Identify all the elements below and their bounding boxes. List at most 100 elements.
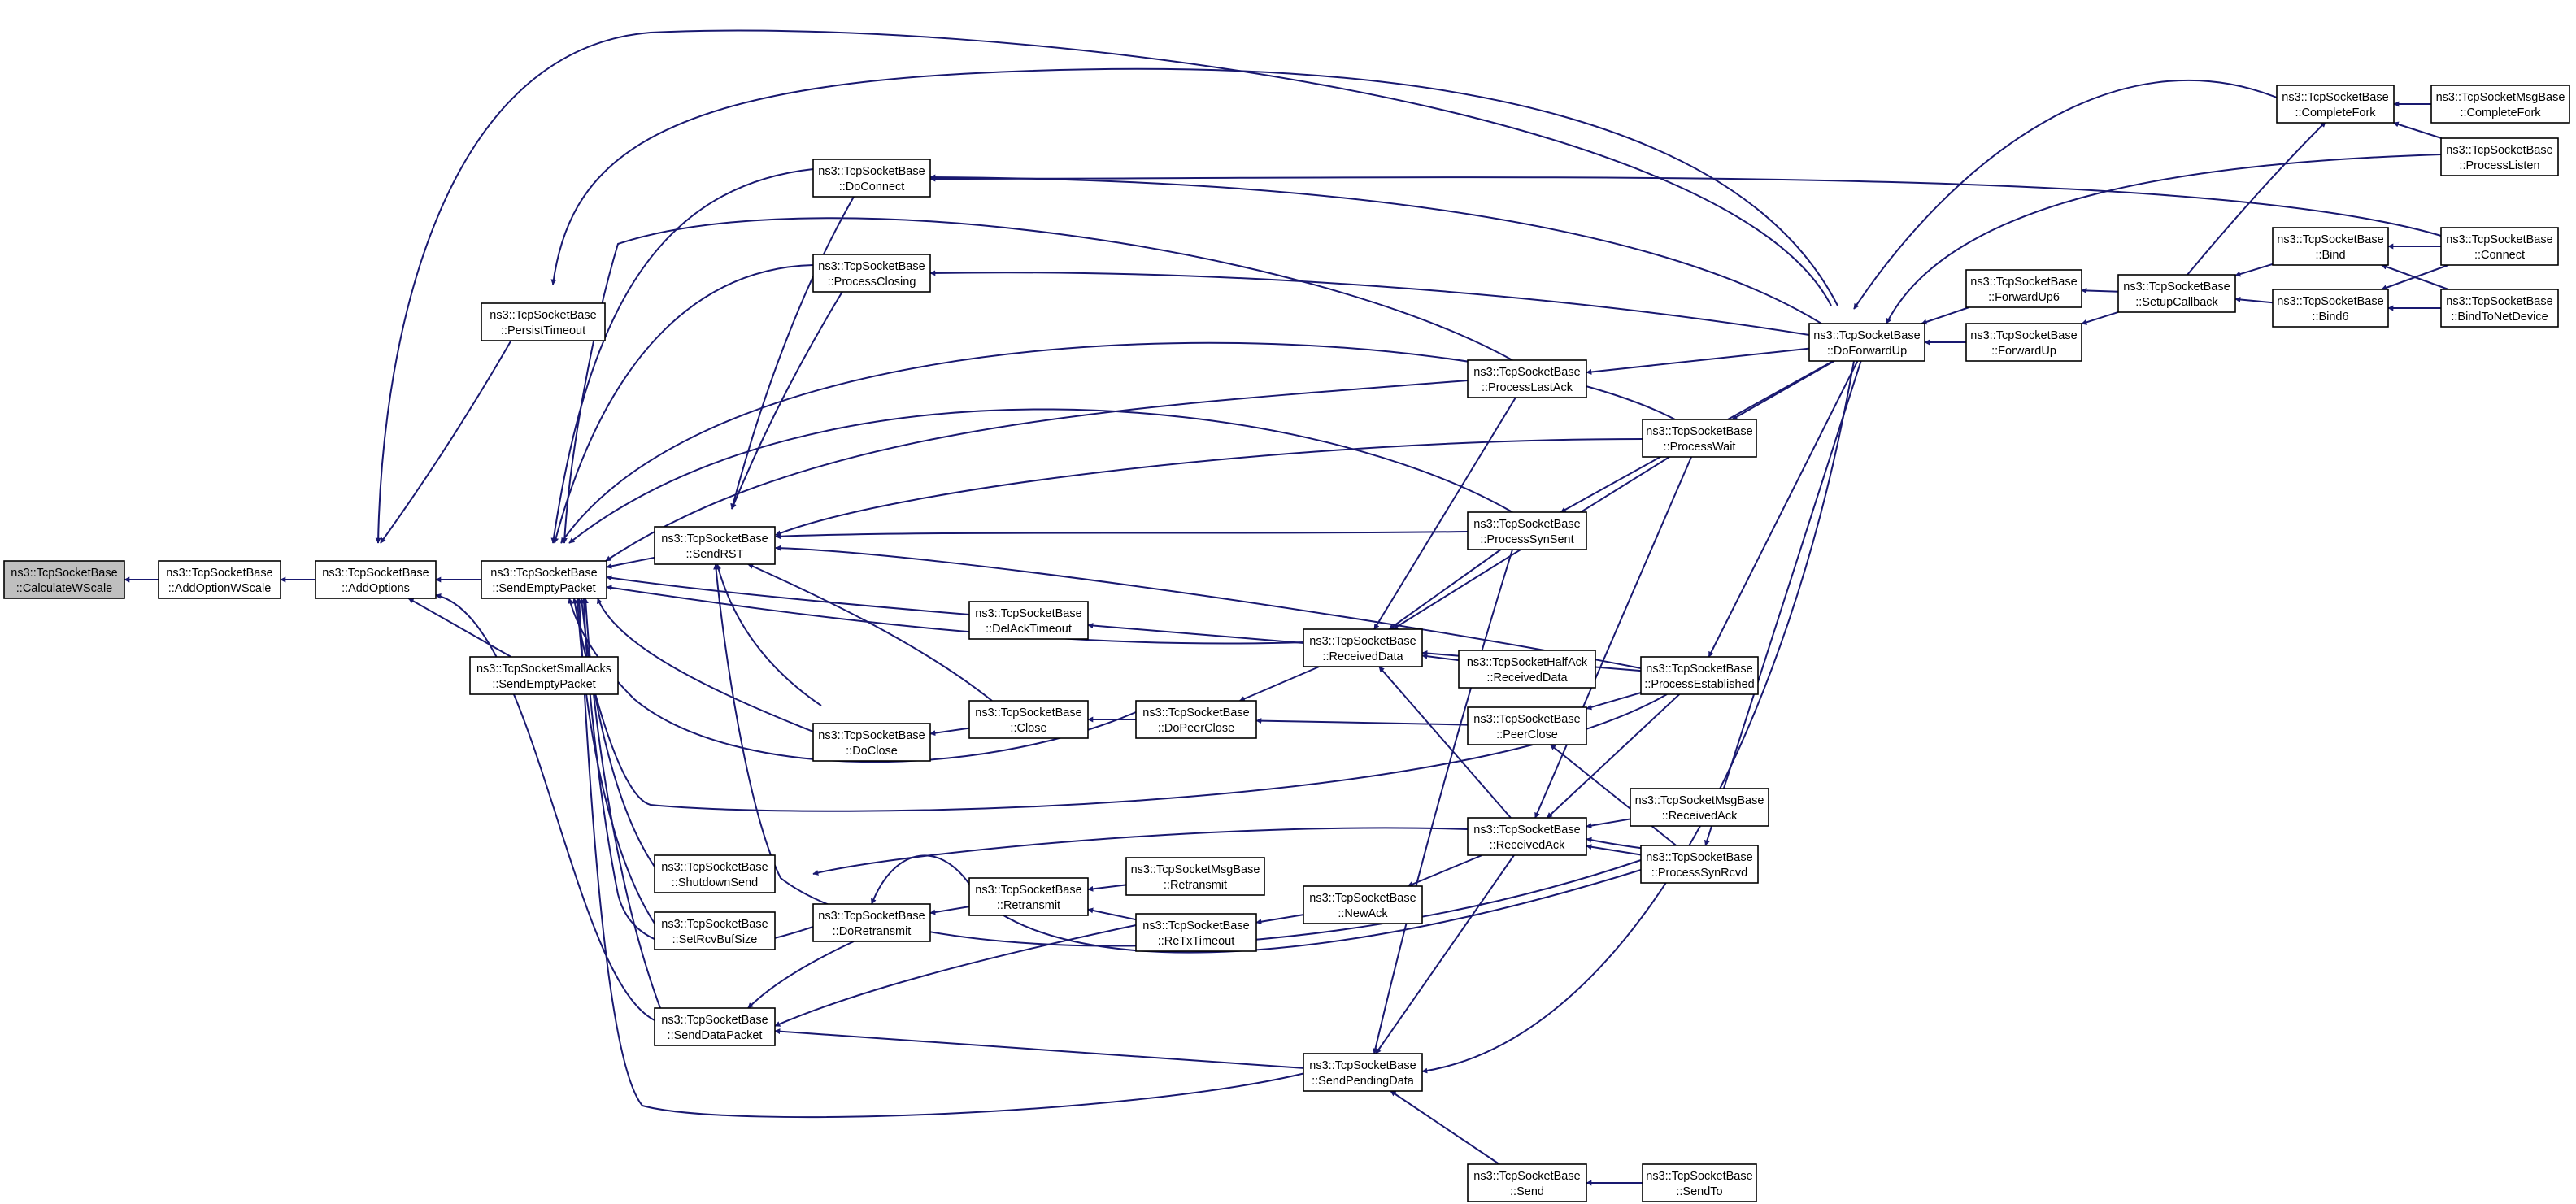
node-box (1640, 656, 1759, 695)
call-edge (731, 272, 855, 510)
function-node[interactable]: ns3::TcpSocketSmallAcks::SendEmptyPacket (469, 656, 619, 695)
call-edge (1921, 306, 1970, 325)
function-node[interactable]: ns3::TcpSocketBase::SendEmptyPacket (481, 560, 607, 599)
function-node[interactable]: ns3::TcpSocketHalfAck::ReceivedData (1458, 650, 1596, 689)
node-method-label: ::SendEmptyPacket (492, 678, 595, 691)
function-node[interactable]: ns3::TcpSocketBase::PersistTimeout (481, 302, 606, 341)
function-node[interactable]: ns3::TcpSocketBase::ForwardUp6 (1965, 269, 2082, 308)
call-edge (1550, 744, 1677, 846)
node-method-label: ::ProcessWait (1664, 441, 1736, 454)
function-node[interactable]: ns3::TcpSocketBase::DoConnect (812, 159, 931, 198)
call-edge (1586, 347, 1810, 375)
call-edge (568, 598, 1137, 763)
function-node[interactable]: ns3::TcpSocketBase::DelAckTimeout (968, 601, 1089, 640)
node-namespace-label: ns3::TcpSocketBase (1970, 276, 2077, 289)
node-namespace-label: ns3::TcpSocketSmallAcks (476, 663, 611, 676)
node-namespace-label: ns3::TcpSocketMsgBase (2436, 91, 2565, 104)
node-namespace-label: ns3::TcpSocketBase (1473, 366, 1580, 379)
function-node[interactable]: ns3::TcpSocketBase::ProcessLastAck (1467, 359, 1587, 398)
call-edge (1546, 693, 1681, 819)
node-box (812, 903, 931, 942)
function-node[interactable]: ns3::TcpSocketMsgBase::CompleteFork (2430, 85, 2570, 124)
call-edge (572, 598, 1668, 812)
node-method-label: ::ReceivedAck (1662, 810, 1738, 823)
node-box (1467, 1163, 1587, 1202)
call-edge (407, 598, 512, 658)
node-namespace-label: ns3::TcpSocketBase (2277, 295, 2383, 308)
node-box (2272, 227, 2389, 266)
function-node[interactable]: ns3::TcpSocketBase::AddOptions (315, 560, 437, 599)
call-edge (1586, 844, 1642, 856)
function-node[interactable]: ns3::TcpSocketBase::Bind6 (2272, 289, 2389, 328)
function-node[interactable]: ns3::TcpSocketBase::ReceivedData (1303, 628, 1423, 667)
call-edge (597, 598, 814, 732)
function-node[interactable]: ns3::TcpSocketBase::BindToNetDevice (2440, 289, 2559, 328)
call-edge (1373, 397, 1516, 630)
function-node[interactable]: ns3::TcpSocketBase::PeerClose (1467, 706, 1587, 745)
function-node[interactable]: ns3::TcpSocketBase::DoPeerClose (1135, 700, 1257, 739)
function-node[interactable]: ns3::TcpSocketBase::SendRST (654, 526, 776, 565)
function-node[interactable]: ns3::TcpSocketBase::ProcessWait (1642, 419, 1757, 458)
function-node[interactable]: ns3::TcpSocketBase::DoForwardUp (1808, 323, 1925, 362)
function-node[interactable]: ns3::TcpSocketBase::SetupCallback (2117, 274, 2236, 313)
call-edge (576, 598, 1306, 1119)
node-method-label: ::Close (1010, 722, 1046, 735)
node-box (2440, 137, 2559, 176)
function-node[interactable]: ns3::TcpSocketBase::CompleteFork (2276, 85, 2395, 124)
node-namespace-label: ns3::TcpSocketBase (975, 706, 1081, 719)
function-node[interactable]: ns3::TcpSocketBase::NewAck (1303, 885, 1423, 924)
function-node[interactable]: ns3::TcpSocketBase::AddOptionWScale (158, 560, 281, 599)
function-node[interactable]: ns3::TcpSocketBase::Close (968, 700, 1089, 739)
call-edge (929, 174, 1822, 324)
function-node[interactable]: ns3::TcpSocketBase::SendPendingData (1303, 1053, 1423, 1092)
call-edge (2081, 311, 2119, 325)
node-namespace-label: ns3::TcpSocketBase (11, 567, 117, 580)
function-node[interactable]: ns3::TcpSocketBase::ProcessEstablished (1640, 656, 1759, 695)
function-node[interactable]: ns3::TcpSocketBase::Connect (2440, 227, 2559, 266)
function-node[interactable]: ns3::TcpSocketBase::CalculateWScale (3, 560, 125, 599)
function-node[interactable]: ns3::TcpSocketBase::ProcessListen (2440, 137, 2559, 176)
call-edge (1534, 456, 1692, 819)
node-box (2272, 289, 2389, 328)
call-edge (550, 67, 1838, 306)
node-box (1125, 857, 1265, 896)
function-node[interactable]: ns3::TcpSocketBase::ProcessClosing (812, 254, 931, 293)
node-box (2440, 289, 2559, 328)
function-node[interactable]: ns3::TcpSocketBase::ShutdownSend (654, 854, 776, 893)
node-box (1640, 845, 1759, 884)
function-node[interactable]: ns3::TcpSocketBase::Retransmit (968, 877, 1089, 916)
node-method-label: ::SendPendingData (1312, 1075, 1415, 1088)
call-edge (435, 593, 655, 1021)
function-node[interactable]: ns3::TcpSocketBase::DoRetransmit (812, 903, 931, 942)
node-method-label: ::SendEmptyPacket (492, 582, 595, 595)
function-node[interactable]: ns3::TcpSocketBase::ProcessSynRcvd (1640, 845, 1759, 884)
function-node[interactable]: ns3::TcpSocketBase::SetRcvBufSize (654, 911, 776, 950)
call-edge (1886, 154, 2442, 324)
function-node[interactable]: ns3::TcpSocketBase::SendDataPacket (654, 1007, 776, 1046)
node-box (1630, 788, 1769, 827)
function-node[interactable]: ns3::TcpSocketBase::ForwardUp (1965, 323, 2082, 362)
node-box (1467, 359, 1587, 398)
call-edge (1853, 79, 2278, 310)
call-edge (606, 556, 655, 569)
function-node[interactable]: ns3::TcpSocketBase::SendTo (1642, 1163, 1757, 1202)
function-node[interactable]: ns3::TcpSocketBase::ReceivedAck (1467, 817, 1587, 856)
function-node[interactable]: ns3::TcpSocketBase::DoClose (812, 723, 931, 762)
call-edge (2381, 264, 2449, 291)
node-namespace-label: ns3::TcpSocketBase (661, 1014, 768, 1027)
node-namespace-label: ns3::TcpSocketBase (166, 567, 272, 580)
call-edge (730, 196, 855, 510)
function-node[interactable]: ns3::TcpSocketBase::ProcessSynSent (1467, 511, 1587, 550)
node-box (654, 526, 776, 565)
function-node[interactable]: ns3::TcpSocketBase::Send (1467, 1163, 1587, 1202)
function-node[interactable]: ns3::TcpSocketMsgBase::Retransmit (1125, 857, 1265, 896)
function-node[interactable]: ns3::TcpSocketBase::Bind (2272, 227, 2389, 266)
call-edge (1586, 692, 1642, 711)
node-namespace-label: ns3::TcpSocketBase (2277, 233, 2383, 246)
node-method-label: ::DoClose (846, 745, 898, 758)
call-edge (1407, 854, 1483, 887)
function-node[interactable]: ns3::TcpSocketBase::ReTxTimeout (1135, 913, 1257, 952)
node-box (654, 1007, 776, 1046)
function-node[interactable]: ns3::TcpSocketMsgBase::ReceivedAck (1630, 788, 1769, 827)
node-box (469, 656, 619, 695)
